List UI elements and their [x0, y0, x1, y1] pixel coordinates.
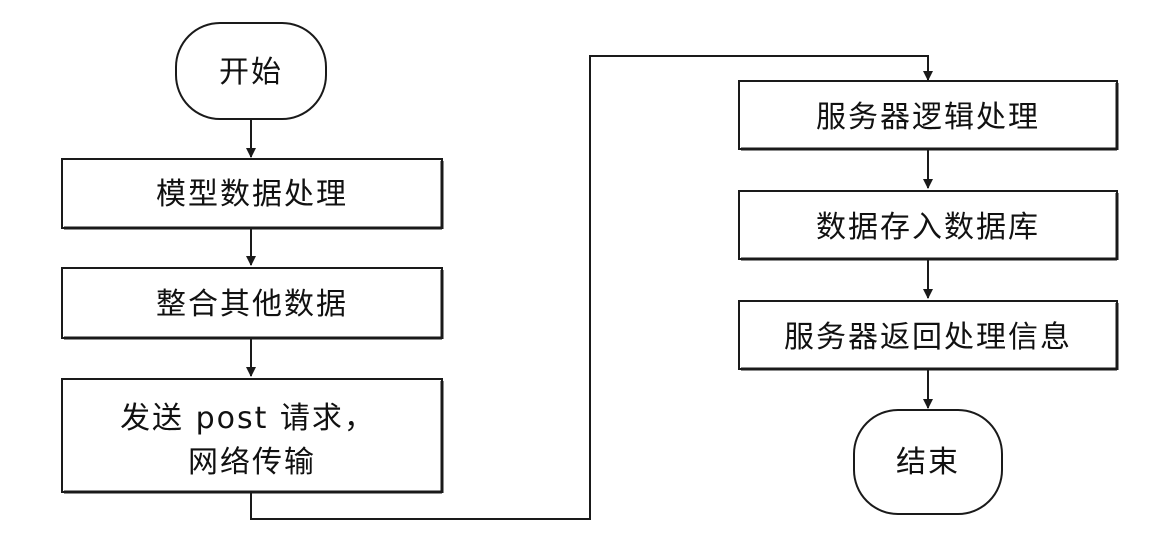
server-logic-label: 服务器逻辑处理	[816, 100, 1040, 135]
process-server-logic: 服务器逻辑处理	[738, 80, 1119, 151]
model-data-label: 模型数据处理	[156, 177, 348, 212]
end-label: 结束	[896, 445, 960, 480]
process-model-data: 模型数据处理	[61, 158, 444, 230]
process-merge-data: 整合其他数据	[61, 267, 444, 340]
connector-left-to-right	[250, 55, 933, 520]
post-request-label-line2: 网络传输	[188, 445, 316, 480]
store-database-label: 数据存入数据库	[816, 210, 1040, 245]
process-post-request: 发送 post 请求， 网络传输	[61, 378, 444, 494]
process-store-database: 数据存入数据库	[738, 190, 1119, 261]
process-server-return: 服务器返回处理信息	[738, 300, 1119, 371]
start-terminator: 开始	[175, 22, 327, 120]
post-request-label-line1: 发送 post 请求，	[120, 401, 376, 436]
start-label: 开始	[219, 55, 283, 90]
server-return-label: 服务器返回处理信息	[784, 320, 1072, 355]
merge-data-label: 整合其他数据	[156, 287, 348, 322]
end-terminator: 结束	[853, 409, 1003, 515]
